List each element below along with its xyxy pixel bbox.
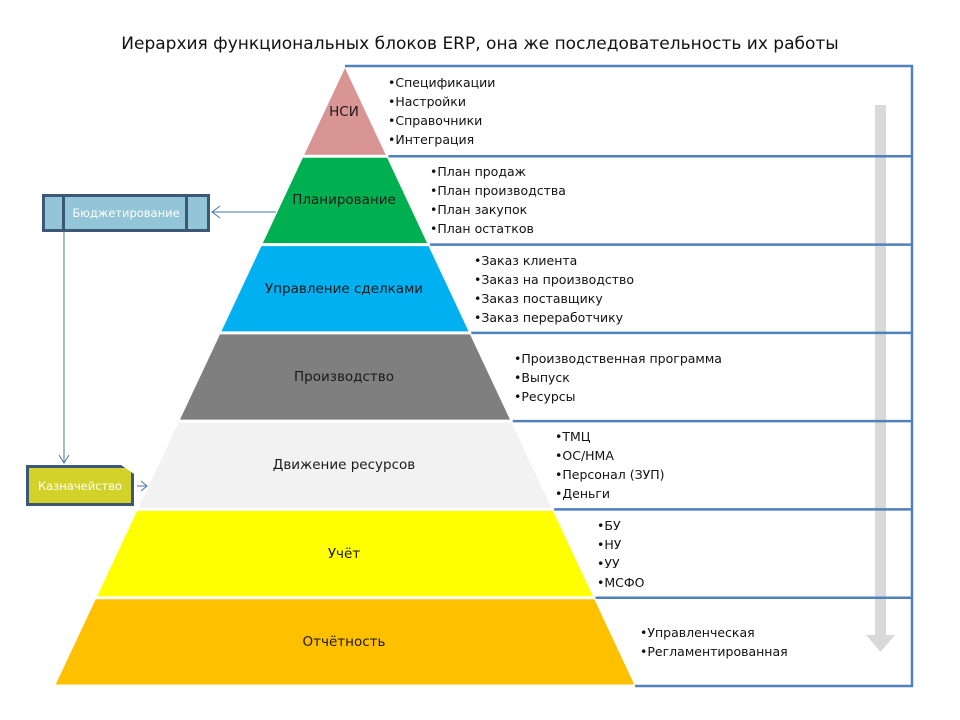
diagram-title: Иерархия функциональных блоков ERP, она … [121, 34, 839, 54]
level-label: Управление сделками [264, 280, 424, 297]
level-item: •Производственная программа [514, 350, 722, 366]
box-divider [62, 197, 65, 229]
level-label: Движение ресурсов [272, 457, 416, 474]
treasury-box: Казначейство [26, 465, 134, 506]
pyramid-level-3 [221, 246, 469, 332]
level-item: •Ресурсы [514, 388, 576, 404]
level-item: •Управленческая [640, 624, 755, 640]
level-item: •Заказ переработчику [474, 309, 624, 325]
level-item: •Заказ поставщику [474, 290, 603, 306]
level-label: Планирование [292, 192, 396, 209]
level-item: •НУ [597, 536, 622, 552]
box-divider [185, 197, 188, 229]
pyramid-level-1 [304, 68, 386, 155]
level-items: •План продаж •План производства •План заку… [430, 162, 566, 238]
level-item: •ОС/НМА [555, 448, 614, 464]
flow-arrow-shaft [875, 105, 886, 635]
treasury-label: Казначейство [37, 478, 123, 493]
level-item: •Настройки [388, 94, 466, 110]
level-item: •Выпуск [514, 369, 570, 385]
level-item: •План закупок [430, 202, 528, 218]
level-label: Учёт [327, 545, 361, 562]
pyramid-level-5 [138, 422, 552, 508]
level-item: •Заказ клиента [474, 252, 578, 268]
level-label: Отчётность [302, 633, 386, 650]
level-item: •Деньги [555, 486, 611, 502]
level-item: •БУ [597, 517, 621, 533]
level-items: •Спецификации •Настройки •Справочники •Инте… [388, 73, 495, 149]
level-item: •Справочники [388, 113, 483, 129]
budgeting-label: Бюджетирование [72, 206, 180, 220]
level-items: •Заказ клиента •Заказ на производство •Зак… [474, 251, 634, 327]
level-item: •Интеграция [388, 132, 475, 148]
level-item: •МСФО [597, 574, 645, 590]
level-item: •План остатков [430, 221, 534, 237]
arrowhead-icon [140, 480, 148, 492]
level-item: •ТМЦ [555, 429, 591, 445]
level-item: •Заказ на производство [474, 271, 635, 287]
pyramid-level-7 [55, 599, 635, 685]
level-items: •БУ •НУ •УУ •МСФО [597, 516, 645, 592]
level-item: •Персонал (ЗУП) [555, 467, 665, 483]
pyramid-level-6 [97, 510, 593, 597]
budgeting-box: Бюджетирование [42, 194, 210, 232]
level-label: НСИ [329, 104, 359, 121]
pyramid-level-4 [179, 334, 511, 420]
level-label: Производство [294, 369, 394, 385]
arrowhead-icon [211, 205, 221, 219]
level-item: •План продаж [430, 164, 526, 180]
flow-arrow-head [866, 635, 895, 652]
level-item: •Спецификации [388, 75, 496, 91]
frame-outline [345, 64, 914, 688]
level-items: •Производственная программа •Выпуск •Ресур… [514, 349, 722, 406]
pyramid-level-2 [262, 157, 428, 244]
level-item: •План производства [430, 183, 566, 199]
level-items: •ТМЦ •ОС/НМА •Персонал (ЗУП) •Деньги [555, 427, 665, 503]
level-item: •Регламентированная [640, 643, 788, 659]
arrowhead-icon [58, 454, 70, 464]
level-item: •УУ [597, 555, 620, 571]
level-items: •Управленческая •Регламентированная [640, 623, 788, 661]
